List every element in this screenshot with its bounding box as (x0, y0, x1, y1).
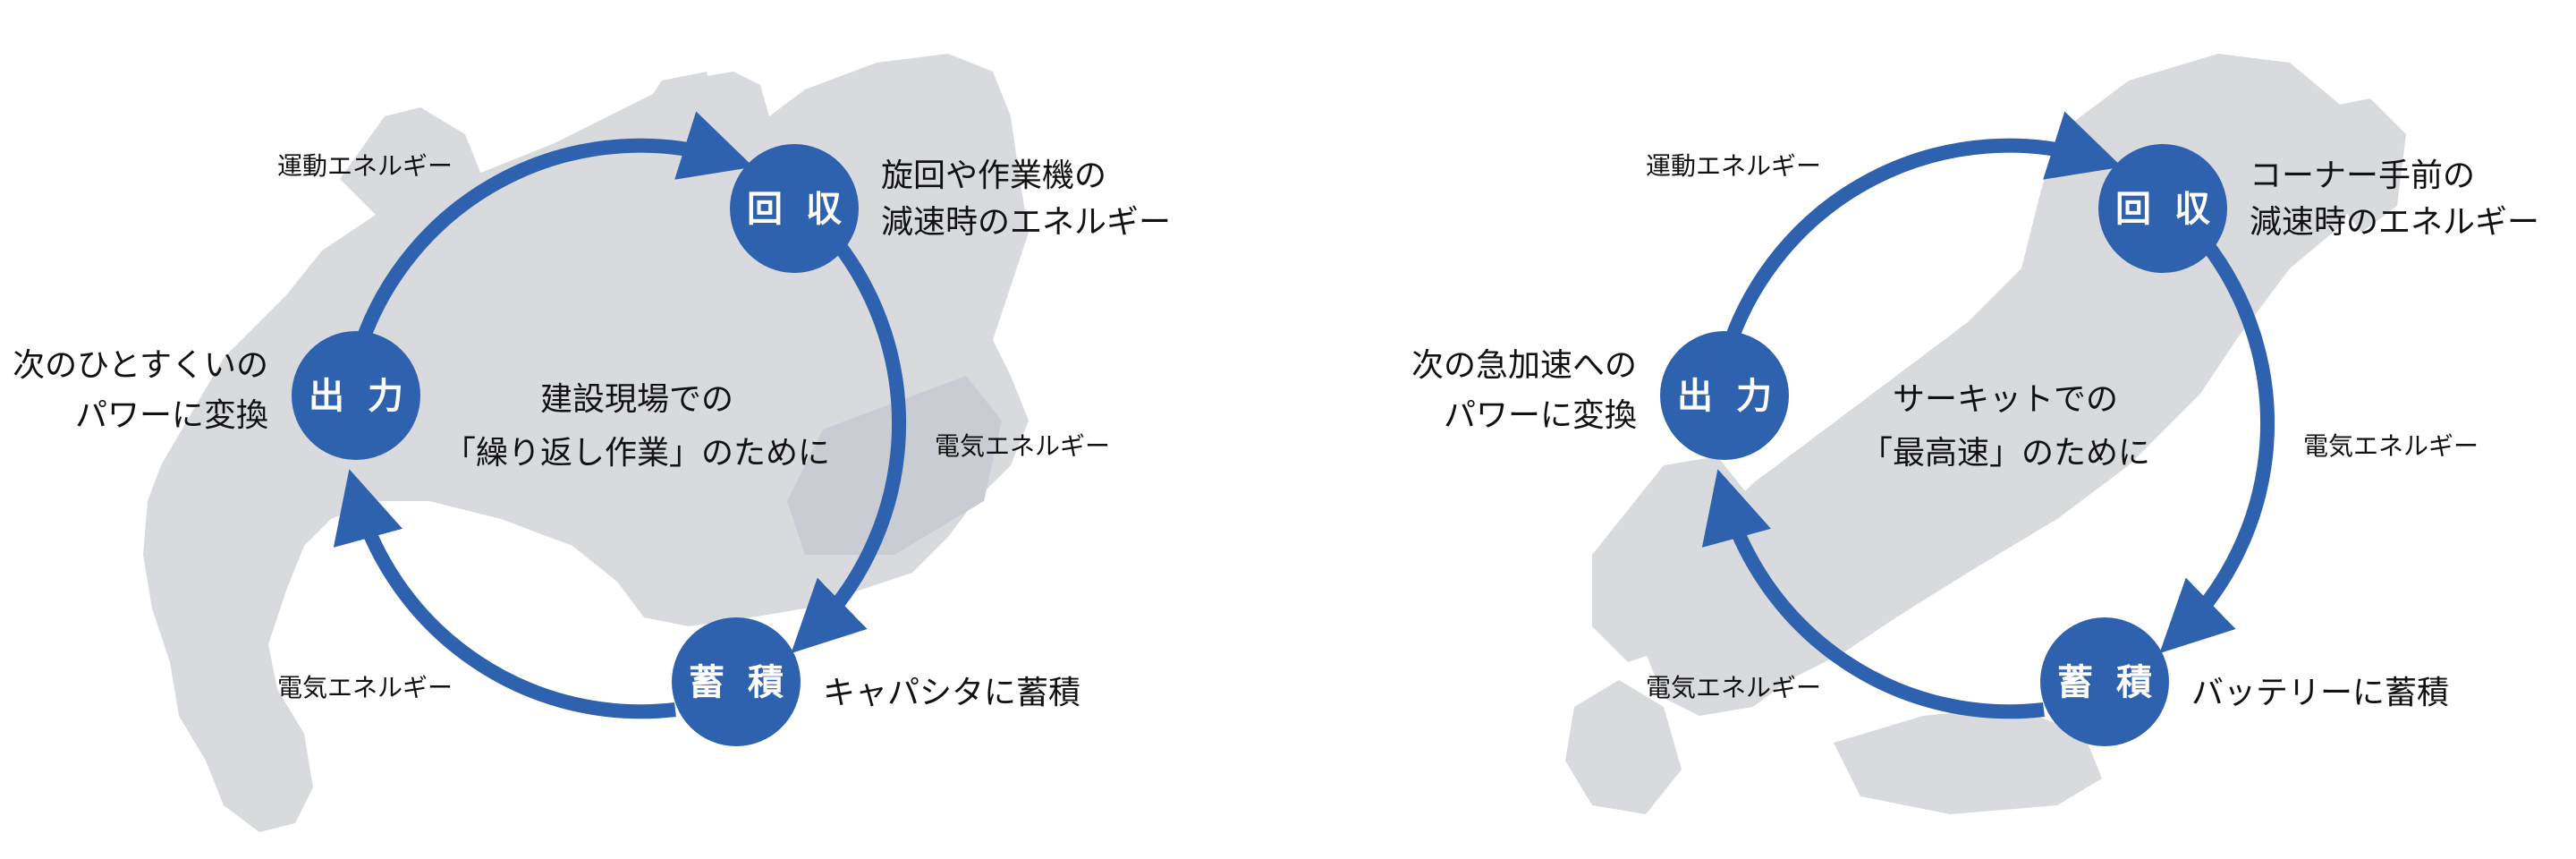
node-output-label: 出 力 (309, 376, 409, 417)
diagram-race-car: 回 収 蓄 積 出 力 サーキットでの 「最高速」のために コーナー手前の 減速… (1411, 54, 2539, 814)
node-store: 蓄 積 (2040, 617, 2169, 746)
node-output: 出 力 (1660, 331, 1789, 460)
store-desc: バッテリーに蓄積 (2191, 675, 2449, 711)
center-text-line2: 「繰り返し作業」のために (444, 435, 830, 472)
recover-desc-line1: コーナー手前の (2250, 157, 2475, 194)
output-desc-line1: 次のひとすくいの (13, 347, 268, 384)
arrow-top-label: 運動エネルギー (1646, 151, 1821, 181)
arrow-output-to-recover (1721, 111, 2123, 352)
arrow-right-label: 電気エネルギー (935, 431, 1110, 461)
cycle-arrows (333, 111, 906, 719)
node-recover-label: 回 収 (2115, 189, 2216, 230)
center-text-line1: サーキットでの (1893, 381, 2118, 418)
cycle-arrows (1701, 111, 2275, 719)
arrow-bottom-label: 電気エネルギー (277, 673, 453, 702)
node-output: 出 力 (292, 331, 420, 460)
center-text-line1: 建設現場での (540, 381, 733, 418)
output-desc-line1: 次の急加速への (1411, 347, 1637, 384)
arrow-top-label: 運動エネルギー (277, 151, 453, 181)
node-store-label: 蓄 積 (2057, 662, 2157, 703)
arrow-recover-to-store (791, 237, 906, 654)
node-recover: 回 収 (730, 144, 859, 273)
arrow-store-to-output (333, 469, 676, 719)
store-desc: キャパシタに蓄積 (823, 675, 1080, 711)
node-recover-label: 回 収 (747, 189, 847, 230)
node-output-label: 出 力 (1677, 376, 1777, 417)
node-store: 蓄 積 (672, 617, 801, 746)
recover-desc-line2: 減速時のエネルギー (2250, 204, 2539, 241)
arrow-recover-to-store (2159, 237, 2275, 654)
arrow-output-to-recover (352, 111, 754, 352)
arrow-store-to-output (1701, 469, 2045, 719)
recover-desc-line1: 旋回や作業機の (881, 157, 1106, 194)
output-desc-line2: パワーに変換 (1444, 397, 1637, 434)
output-desc-line2: パワーに変換 (75, 397, 268, 434)
arrow-bottom-label: 電気エネルギー (1646, 673, 1821, 702)
recover-desc-line2: 減速時のエネルギー (881, 204, 1171, 241)
center-text-line2: 「最高速」のために (1860, 435, 2150, 472)
arrow-right-label: 電気エネルギー (2303, 431, 2479, 461)
node-store-label: 蓄 積 (689, 662, 789, 703)
diagram-excavator: 回 収 蓄 積 出 力 建設現場での 「繰り返し作業」のために 旋回や作業機の … (13, 54, 1171, 832)
node-recover: 回 収 (2098, 144, 2227, 273)
